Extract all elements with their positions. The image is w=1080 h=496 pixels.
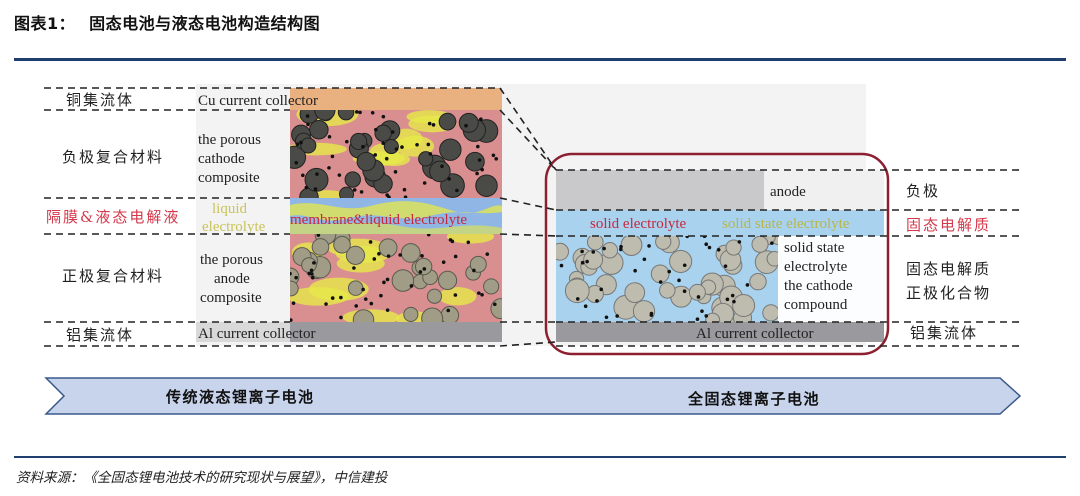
figure-label: 图表1：	[14, 14, 76, 33]
right-label-al-collector: 铝集流体	[910, 324, 978, 342]
figure-title-text: 固态电池与液态电池构造结构图	[89, 14, 321, 33]
cathode-compound-line-1: solid state	[784, 240, 845, 256]
left-label-al-collector: 铝集流体	[66, 326, 134, 344]
al-collector-label-right: Al current collector	[696, 326, 813, 342]
left-label-cu-collector: 铜集流体	[66, 91, 134, 109]
left-label-anode-composite: 负极复合材料	[62, 148, 164, 166]
porous-anode-line-3: composite	[200, 290, 262, 306]
cu-collector-label: Cu current collector	[198, 93, 318, 109]
al-collector-label-left: Al current collector	[198, 326, 315, 342]
cathode-compound-line-2: electrolyte	[784, 259, 848, 275]
cu-collector-layer	[290, 88, 502, 110]
al-collector-layer-right	[556, 322, 884, 342]
solid-state-electrolyte-label: solid state electrolyte	[722, 216, 850, 232]
porous-cathode-line-2: cathode	[198, 151, 245, 167]
cathode-compound-line-3: the cathode	[784, 278, 853, 294]
banner-left-label: 传统液态锂离子电池	[165, 388, 315, 406]
right-label-solid-electrolyte: 固态电解质	[906, 216, 991, 234]
porous-cathode-line-3: composite	[198, 170, 260, 186]
liquid-electrolyte-line-2: electrolyte	[202, 219, 266, 235]
solid-cell-outline	[544, 152, 890, 356]
bottom-rule	[14, 456, 1066, 458]
solid-cell	[556, 170, 884, 342]
left-label-cathode-composite: 正极复合材料	[62, 267, 164, 285]
al-collector-layer-left	[290, 322, 502, 342]
top-rule	[14, 58, 1066, 61]
solid-electrolyte-layer	[556, 210, 884, 236]
right-label-anode: 负极	[906, 182, 940, 200]
guide-lines	[44, 87, 1022, 347]
right-label-cathode-line-1: 固态电解质	[906, 260, 991, 278]
banner-arrow	[44, 377, 1022, 415]
porous-cathode-line-1: the porous	[198, 132, 261, 148]
liquid-electrolyte-line-1: liquid	[212, 201, 248, 217]
solid-anode-label: anode	[770, 184, 806, 200]
source-note: 资料来源：《全固态锂电池技术的研究现状与展望》，中信建投	[16, 470, 388, 486]
cathode-compound-line-4: compound	[784, 297, 848, 313]
figure-title: 图表1： 固态电池与液态电池构造结构图	[14, 10, 320, 34]
membrane-label: membrane&liquid electrolyte	[290, 212, 467, 228]
left-label-separator-liquid: 隔膜&液态电解液	[46, 208, 180, 226]
solid-electrolyte-label: solid electrolyte	[590, 216, 687, 232]
banner-right-label: 全固态锂离子电池	[687, 390, 820, 408]
porous-anode-line-1: the porous	[200, 252, 263, 268]
porous-anode-line-2: anode	[214, 271, 250, 287]
right-label-cathode-line-2: 正极化合物	[906, 284, 991, 302]
liquid-cell	[196, 88, 502, 342]
